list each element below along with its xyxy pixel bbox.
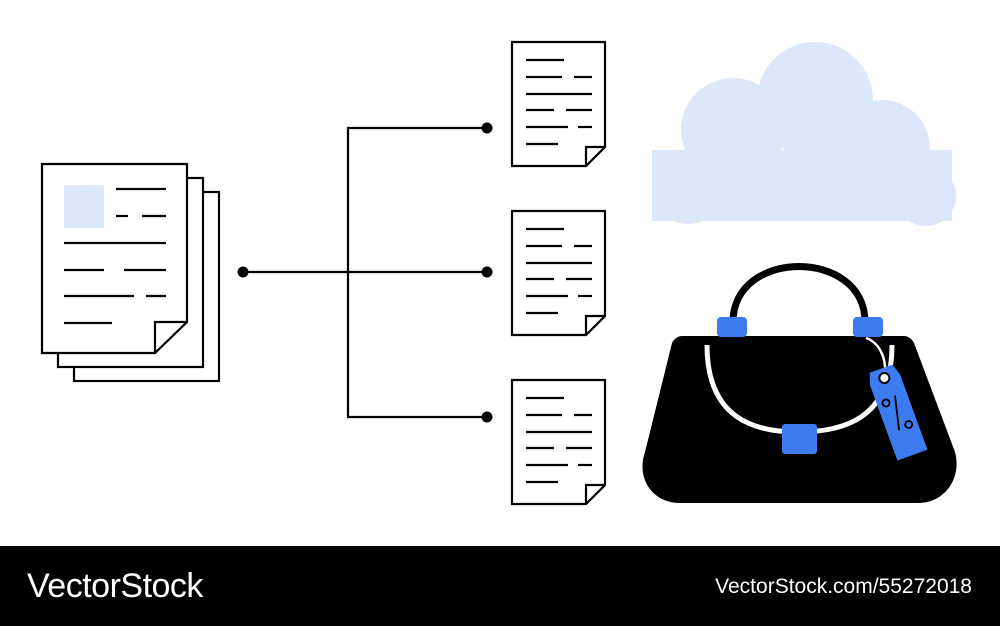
connector-origin-dot [237,266,249,278]
illustration-canvas [40,40,957,506]
connector-end-dot-bottom [481,411,493,423]
document-image-placeholder [64,185,104,228]
cloud-icon [652,42,956,226]
watermark-footer: VectorStock VectorStock.com/55272018 [0,546,1000,626]
connector-end-dot-middle [481,266,493,278]
handle-clip-right [853,317,883,337]
document-icon-top [510,40,607,168]
handbag-icon [642,263,957,503]
bag-clasp [782,424,817,454]
image-id-text: VectorStock.com/55272018 [715,575,972,598]
connector-tree-icon [244,126,488,419]
vectorstock-logo: VectorStock [27,567,203,605]
handle-clip-left [717,317,747,337]
document-icon-bottom [510,378,607,506]
connector-end-dot-top [481,122,493,134]
document-stack-icon [40,162,221,383]
document-icon-middle [510,209,607,337]
price-tag-icon [869,364,928,461]
